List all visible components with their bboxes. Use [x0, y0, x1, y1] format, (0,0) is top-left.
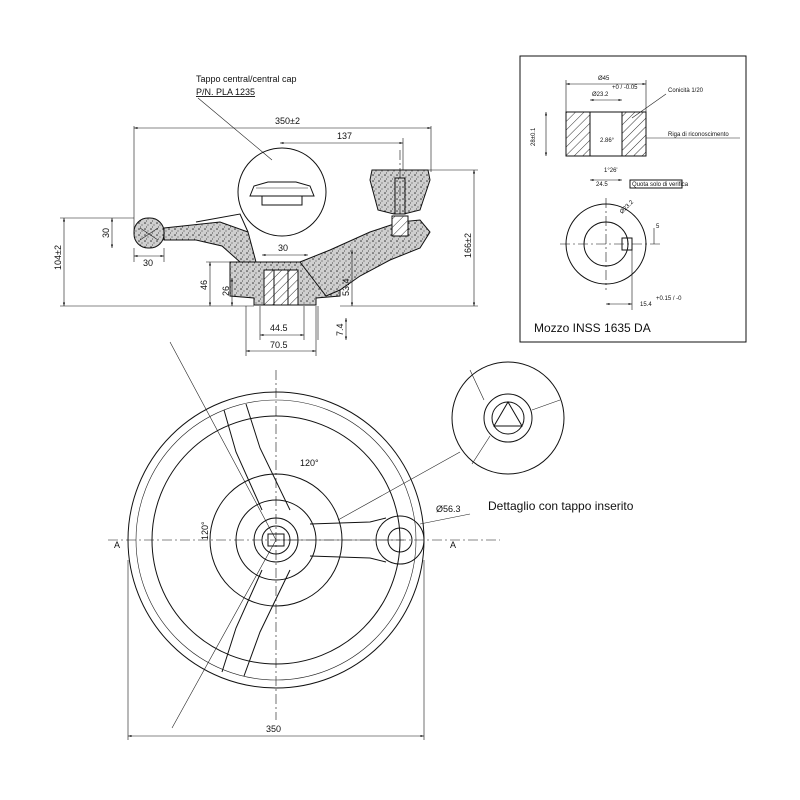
hub-angle: 2.86°: [600, 138, 615, 144]
hub-detail: Ø45 Ø23.2 +0 / -0.05 Conicità 1/20 Riga …: [519, 55, 747, 343]
handle-dia: Ø56.3: [436, 504, 461, 514]
hub-detail-frame: [519, 55, 747, 343]
detail-caption: Dettaglio con tappo inserito: [488, 499, 634, 513]
dim-bore-depth: 26: [221, 286, 231, 296]
hub-note-box: Quota solo di verifica: [632, 182, 689, 188]
dim-height-total: 166±2: [463, 233, 473, 258]
plan-width: 350: [266, 724, 281, 734]
dim-hub-outer-dia: 70.5: [270, 340, 288, 350]
hub-ref-line: Riga di riconoscimento: [668, 132, 729, 138]
dim-hub-top: 30: [278, 243, 288, 253]
hub-taper: Conicità 1/20: [668, 88, 704, 94]
angle-left: 120°: [200, 521, 210, 540]
section-mark-left: A: [114, 540, 120, 550]
cap-callout-line2: P/N. PLA 1235: [196, 87, 255, 97]
dim-hub-to-handle: 137: [337, 131, 352, 141]
dim-rim-section-h: 30: [101, 228, 111, 238]
plan-view: A A 120° 120° Ø56.3 350: [108, 341, 634, 740]
hub-d23-tol: +0 / -0.05: [612, 85, 638, 91]
dim-foot: 7.4: [335, 323, 345, 336]
dim-height-rim: 104±2: [53, 245, 63, 270]
section-mark-right: A: [450, 540, 456, 550]
spoke-top: [223, 403, 291, 511]
hub-d23: Ø23.2: [592, 92, 609, 98]
hub-height: 28±0.1: [531, 127, 537, 146]
spoke-right: [309, 517, 387, 563]
wheel-rim-inner: [151, 415, 401, 665]
handle-boss: [375, 515, 425, 565]
dim-rim-section-w: 30: [143, 258, 153, 268]
hub-keyway-tol: +0.15 / -0: [656, 296, 682, 302]
dim-hub-inner-dia: 44.5: [270, 323, 288, 333]
rim-section: [133, 217, 165, 249]
dim-boss-height: 53.4: [341, 278, 351, 296]
side-view: Tappo central/central cap P/N. PLA 1235 …: [53, 74, 478, 356]
hub-base: 24.5: [596, 182, 608, 188]
hub-d45: Ø45: [598, 76, 610, 82]
hub-dim-5: 5: [656, 224, 660, 230]
detail-circle: [451, 361, 565, 475]
cap-callout-line1: Tappo central/central cap: [196, 74, 297, 84]
hub-detail-title: Mozzo INSS 1635 DA: [534, 321, 651, 335]
dim-overall-width: 350±2: [275, 116, 300, 126]
dim-hub-height: 46: [199, 280, 209, 290]
cap-detail-circle: [237, 147, 327, 237]
hub-bore: [263, 269, 299, 306]
hub-angle2: 1°26': [604, 168, 618, 174]
angle-top: 120°: [300, 458, 319, 468]
spoke-bottom: [221, 569, 291, 677]
hub-keyway: 15.4: [640, 302, 652, 308]
